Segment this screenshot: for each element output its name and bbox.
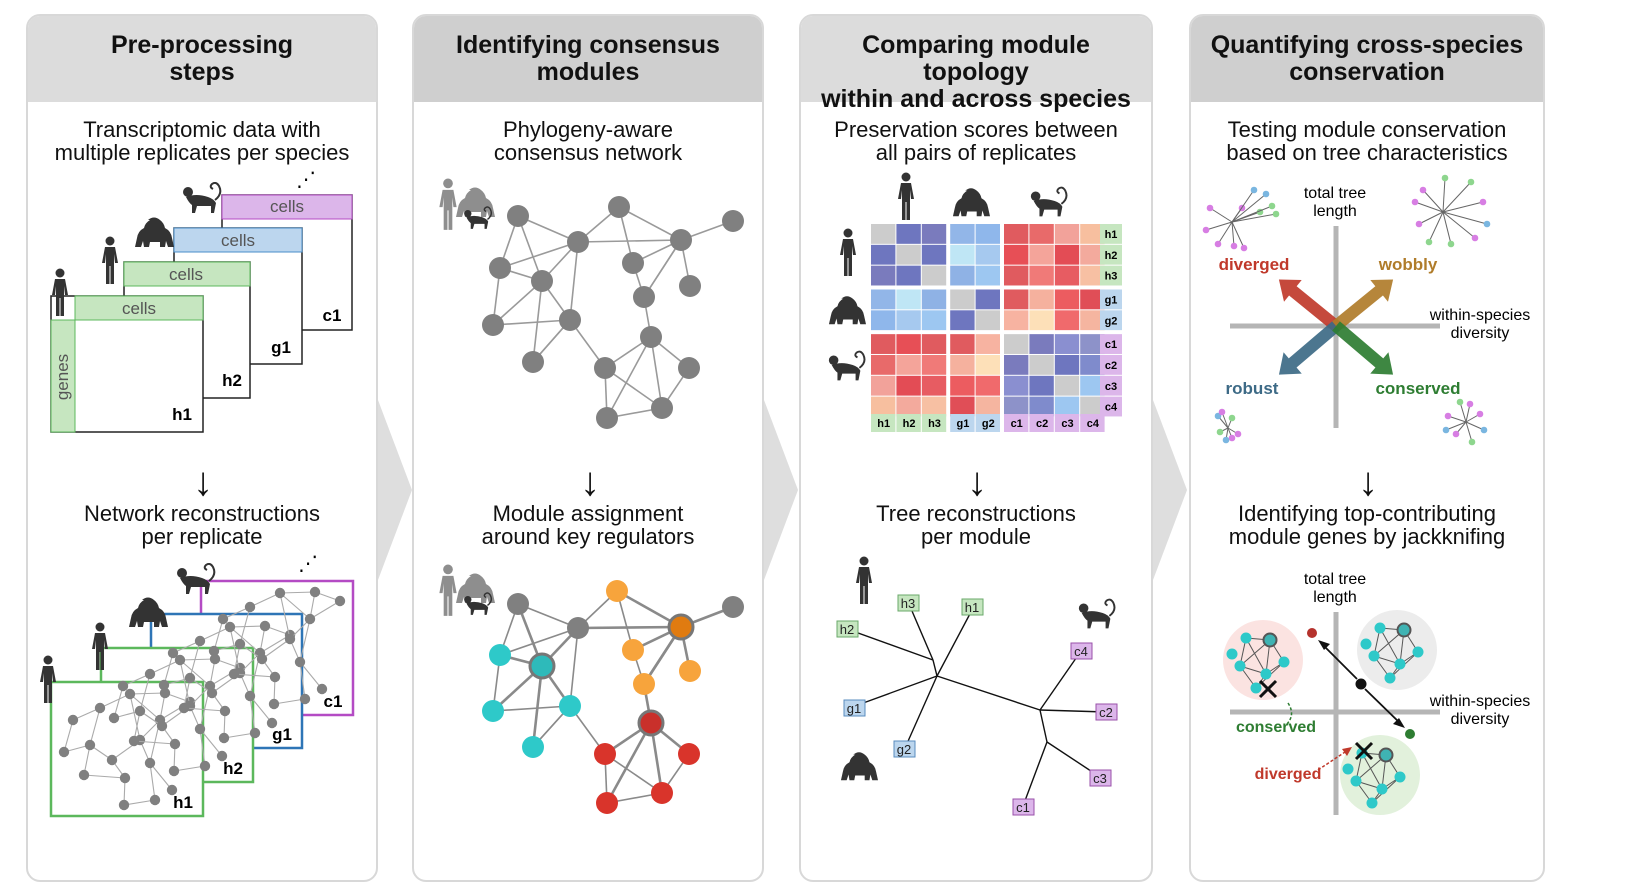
top-caption: Preservation scores between all pairs of… bbox=[834, 117, 1118, 165]
panel-module-topology: Comparing module topology within and acr… bbox=[799, 14, 1153, 882]
panel-consensus-modules: Identifying consensus modules Phylogeny-… bbox=[412, 14, 764, 882]
chevron-right-icon bbox=[1153, 400, 1187, 580]
panel-preprocessing: Pre-processing steps Transcriptomic data… bbox=[26, 14, 378, 882]
top-caption: Phylogeny-aware consensus network bbox=[493, 117, 683, 165]
panel-title: Pre-processing steps bbox=[110, 31, 293, 86]
chevron-right-icon bbox=[764, 400, 798, 580]
panel-header: Pre-processing steps bbox=[28, 16, 376, 102]
bottom-caption: Network reconstructions per replicate bbox=[84, 501, 320, 549]
bottom-caption: Tree reconstructions per module bbox=[876, 501, 1076, 549]
down-arrow-icon: ↓ bbox=[193, 460, 213, 504]
top-caption: Testing module conservation based on tre… bbox=[1226, 117, 1508, 165]
panel-header: Comparing module topology within and acr… bbox=[801, 16, 1151, 113]
panel-title: Identifying consensus modules bbox=[456, 31, 720, 86]
bottom-caption: Module assignment around key regulators bbox=[481, 501, 695, 549]
panel-cross-species-conservation: Quantifying cross-species conservation T… bbox=[1189, 14, 1545, 882]
down-arrow-icon: ↓ bbox=[580, 460, 600, 504]
top-caption: Transcriptomic data with multiple replic… bbox=[54, 117, 350, 165]
chevron-right-icon bbox=[378, 400, 412, 580]
panel-header: Quantifying cross-species conservation bbox=[1191, 16, 1543, 102]
panel-header: Identifying consensus modules bbox=[414, 16, 762, 102]
panel-title: Comparing module topology within and acr… bbox=[821, 31, 1131, 113]
down-arrow-icon: ↓ bbox=[967, 460, 987, 504]
bottom-caption: Identifying top-contributing module gene… bbox=[1228, 501, 1506, 549]
down-arrow-icon: ↓ bbox=[1358, 460, 1378, 504]
panel-title: Quantifying cross-species conservation bbox=[1210, 31, 1524, 86]
